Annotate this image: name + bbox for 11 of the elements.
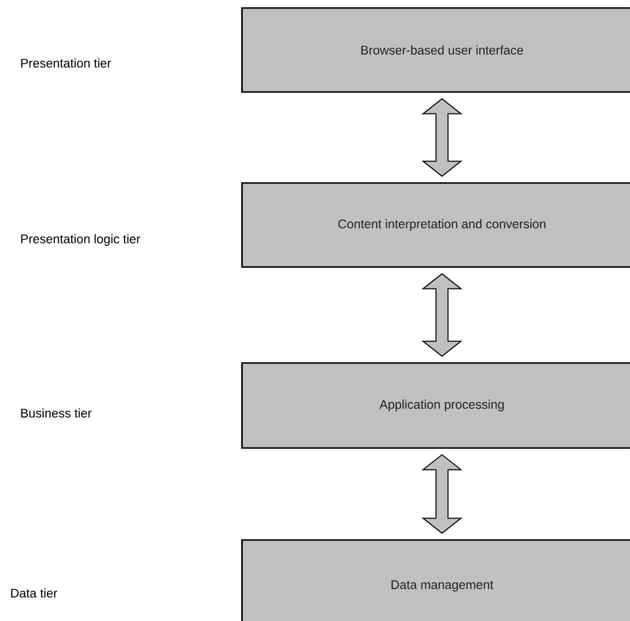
tier-label: Presentation logic tier	[21, 234, 140, 246]
double-arrow	[422, 98, 462, 177]
double-arrow	[422, 273, 462, 357]
process-box: Data management	[241, 539, 630, 621]
double-arrow	[422, 454, 462, 534]
process-box: Browser-based user interface	[241, 7, 630, 93]
tier-label: Data tier	[11, 588, 58, 598]
tier-label: Business tier	[21, 408, 92, 418]
tier-label: Presentation tier	[21, 58, 111, 68]
process-box: Content interpretation and conversion	[241, 182, 630, 268]
process-box: Application processing	[241, 362, 630, 449]
